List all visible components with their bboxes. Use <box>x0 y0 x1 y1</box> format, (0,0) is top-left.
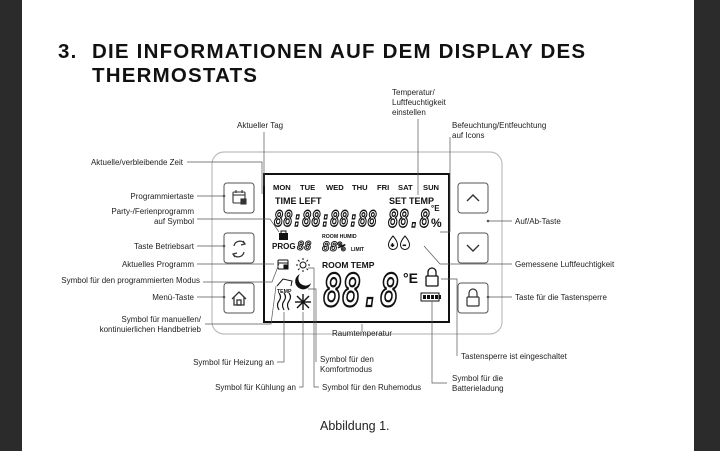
down-button[interactable] <box>457 232 489 264</box>
section-heading: 3.DIE INFORMATIONEN AUF DEM DISPLAY DES … <box>58 40 658 88</box>
label-humid-dehumid-1: Befeuchtung/Entfeuchtung <box>452 121 546 130</box>
mode-button[interactable] <box>223 232 255 264</box>
label-temp-humid-adjust-2: Luftfeuchtigkeit <box>392 98 447 107</box>
svg-text:+: + <box>391 243 394 249</box>
label-party-holiday-2: auf Symbol <box>154 217 194 226</box>
limit-label: LIMIT <box>351 247 364 253</box>
room-temp-unit: °E <box>403 270 418 286</box>
day-wed: WED <box>326 183 344 192</box>
temp-label: TEMP <box>277 289 292 295</box>
label-rest-mode: Symbol für den Ruhemodus <box>322 383 421 392</box>
day-mon: MON <box>273 183 291 192</box>
figure-caption: Abbildung 1. <box>320 419 390 433</box>
label-menu-button: Menü-Taste <box>152 293 194 302</box>
moon-icon <box>295 274 311 290</box>
sun-icon <box>296 258 310 272</box>
heading-line-1: DIE INFORMATIONEN AUF DEM DISPLAY DES <box>92 40 587 63</box>
label-humid-dehumid-2: auf Icons <box>452 131 484 140</box>
chevron-up-icon <box>466 194 480 202</box>
lock-icon <box>466 288 480 307</box>
lock-button[interactable] <box>457 282 489 314</box>
room-temp-label: ROOM TEMP <box>322 260 375 270</box>
time-left-label: TIME LEFT <box>275 196 322 206</box>
label-room-temperature: Raumtemperatur <box>332 329 392 338</box>
label-temp-humid-adjust-3: einstellen <box>392 108 426 117</box>
humidity-display: 88% <box>322 240 346 255</box>
prog-display: 88 <box>297 239 311 253</box>
prog-label: PROG <box>272 242 296 251</box>
lock-icon <box>425 267 439 287</box>
label-current-program: Aktuelles Programm <box>122 260 194 269</box>
label-up-down: Auf/Ab-Taste <box>515 217 561 226</box>
label-comfort-mode-2: Komfortmodus <box>320 365 372 374</box>
chevron-down-icon <box>466 244 480 252</box>
set-temp-unit: °E <box>431 204 440 213</box>
label-program-button: Programmiertaste <box>130 192 194 201</box>
label-measured-humidity: Gemessene Luftfeuchtigkeit <box>515 260 615 269</box>
program-button[interactable] <box>223 182 255 214</box>
clock-display: 88:88:88:88 <box>274 207 377 231</box>
home-icon <box>231 291 247 306</box>
water-drop-icon: + − <box>388 235 410 250</box>
leader-lines <box>187 119 512 388</box>
hand-icon <box>276 278 293 287</box>
room-temp-display: 88.8 <box>323 266 399 317</box>
label-battery-2: Batterieladung <box>452 384 504 393</box>
lcd-screen <box>263 173 450 323</box>
up-button[interactable] <box>457 182 489 214</box>
leader-dots <box>222 194 490 299</box>
cycle-icon <box>232 240 246 258</box>
set-temp-label: SET TEMP <box>389 196 434 206</box>
day-thu: THU <box>352 183 368 192</box>
label-comfort-mode-1: Symbol für den <box>320 355 374 364</box>
day-tue: TUE <box>300 183 315 192</box>
label-temp-humid-adjust-1: Temperatur/ <box>392 88 435 97</box>
day-sat: SAT <box>398 183 413 192</box>
battery-icon <box>420 292 441 302</box>
label-mode-button: Taste Betriebsart <box>134 242 195 251</box>
label-heating-on: Symbol für Heizung an <box>193 358 274 367</box>
svg-text:−: − <box>403 243 406 249</box>
label-lock-on: Tastensperre ist eingeschaltet <box>461 352 568 361</box>
heat-waves-icon <box>276 292 292 311</box>
label-lock-button: Taste für die Tastensperre <box>515 293 607 302</box>
room-humid-label: ROOM HUMID <box>322 234 357 240</box>
label-time-remaining: Aktuelle/verbleibende Zeit <box>91 158 184 167</box>
label-party-holiday-1: Party-/Ferienprogramm <box>111 207 194 216</box>
calendar-icon <box>232 190 247 205</box>
label-programmed-mode: Symbol für den programmierten Modus <box>61 276 200 285</box>
day-sun: SUN <box>423 183 439 192</box>
day-fri: FRI <box>377 183 389 192</box>
menu-button[interactable] <box>223 282 255 314</box>
percent-sign: % <box>431 216 442 230</box>
label-current-day: Aktueller Tag <box>237 121 283 130</box>
label-battery-1: Symbol für die <box>452 374 504 383</box>
suitcase-icon <box>279 230 288 240</box>
calendar-icon <box>277 259 289 270</box>
label-manual-mode-1: Symbol für manuellen/ <box>121 315 201 324</box>
section-number: 3. <box>58 40 78 63</box>
label-cooling-on: Symbol für Kühlung an <box>215 383 296 392</box>
heading-line-2: THERMOSTATS <box>92 64 259 87</box>
set-temp-display: 88.8 <box>388 205 430 233</box>
snowflake-icon <box>295 294 311 310</box>
label-manual-mode-2: kontinuierlichen Handbetrieb <box>100 325 202 334</box>
